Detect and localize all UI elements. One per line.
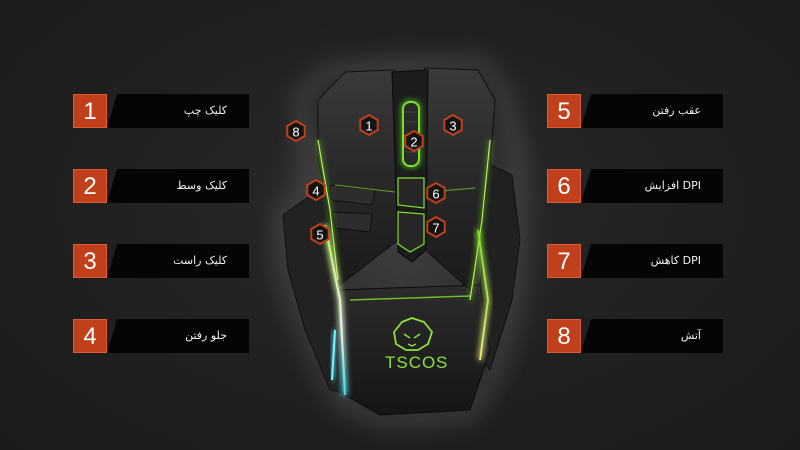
legend-number: 4 (73, 319, 107, 353)
legend-item-1: 1 کلیک چپ (73, 94, 249, 128)
lion-head-logo (393, 317, 434, 351)
legend-label: کلیک راست (173, 254, 227, 267)
legend-item-4: 4 جلو رفتن (73, 319, 249, 353)
legend-label: کلیک چپ (183, 104, 227, 117)
legend-item-3: 3 کلیک راست (73, 244, 249, 278)
marker-label-2: 2 (410, 135, 417, 150)
legend-item-7: 7 DPI کاهش (547, 244, 723, 278)
marker-label-6: 6 (432, 187, 439, 202)
legend-label: DPI افزایش (644, 179, 701, 192)
marker-hex-6 (426, 181, 446, 205)
dpi-up-button (397, 177, 425, 209)
legend-bar: کلیک راست (107, 244, 249, 278)
marker-label-8: 8 (292, 125, 299, 140)
marker-hex-1 (359, 113, 379, 137)
legend-item-8: 8 آتش (547, 319, 723, 353)
legend-number: 2 (73, 169, 107, 203)
legend-number: 6 (547, 169, 581, 203)
marker-hex-8 (286, 119, 306, 143)
legend-label: آتش (680, 329, 701, 342)
brand-mark: S (436, 353, 448, 372)
brand-text: TSCO (385, 353, 436, 372)
dpi-down-button (397, 211, 425, 253)
marker-hex-3 (443, 113, 463, 137)
legend-number: 8 (547, 319, 581, 353)
legend-label: DPI کاهش (650, 254, 701, 267)
legend-bar: کلیک وسط (107, 169, 249, 203)
side-back-button (331, 211, 373, 233)
marker-label-4: 4 (312, 184, 319, 199)
legend-label: کلیک وسط (176, 179, 227, 192)
marker-hex-7 (426, 215, 446, 239)
marker-hex-2 (404, 129, 424, 153)
legend-bar: جلو رفتن (107, 319, 249, 353)
legend-number: 5 (547, 94, 581, 128)
marker-label-3: 3 (449, 119, 456, 134)
marker-label-7: 7 (432, 221, 439, 236)
legend-label: عقب رفتن (652, 104, 701, 117)
legend-item-2: 2 کلیک وسط (73, 169, 249, 203)
legend-bar: کلیک چپ (107, 94, 249, 128)
legend-bar: DPI کاهش (581, 244, 723, 278)
legend-number: 1 (73, 94, 107, 128)
button-markers: 1 2 3 4 5 6 7 8 (286, 113, 463, 246)
legend-label: جلو رفتن (185, 329, 227, 342)
legend-number: 3 (73, 244, 107, 278)
legend-bar: عقب رفتن (581, 94, 723, 128)
marker-label-5: 5 (316, 228, 323, 243)
legend-bar: DPI افزایش (581, 169, 723, 203)
marker-hex-4 (306, 178, 326, 202)
legend-item-6: 6 DPI افزایش (547, 169, 723, 203)
marker-hex-5 (310, 222, 330, 246)
legend-bar: آتش (581, 319, 723, 353)
legend-item-5: 5 عقب رفتن (547, 94, 723, 128)
marker-label-1: 1 (365, 119, 372, 134)
